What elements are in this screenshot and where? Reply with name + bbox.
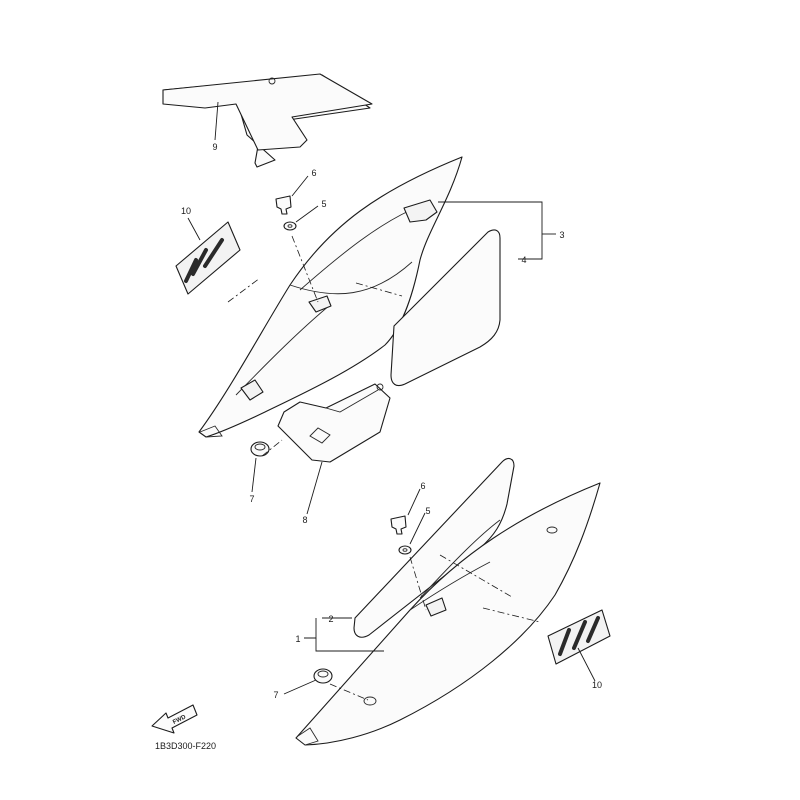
callout-10-upper: 10 — [181, 206, 191, 216]
callout-5-lower: 5 — [425, 506, 430, 516]
callout-3: 3 — [559, 230, 564, 240]
fwd-arrow: FWD — [151, 704, 198, 734]
decal-lettering-lower — [558, 616, 600, 656]
cover-tab — [403, 199, 438, 223]
callout-10-lower: 10 — [592, 680, 602, 690]
callout-7-lower: 7 — [273, 690, 278, 700]
cover-screw-boss — [308, 295, 332, 313]
part-3-side-cover — [198, 156, 463, 438]
callout-9: 9 — [212, 142, 217, 152]
part-1-side-cover — [295, 482, 601, 746]
leader-lines — [187, 101, 596, 695]
callout-6-lower: 6 — [420, 481, 425, 491]
part-9-sheet-outline — [162, 73, 373, 151]
part-2-panel — [353, 457, 515, 638]
callouts: 1 2 3 4 5 5 6 6 7 7 8 9 10 10 — [181, 142, 602, 700]
part-5-washer-upper — [283, 221, 297, 231]
part-7-grommet-upper — [250, 441, 270, 457]
fwd-arrow-label: FWD — [172, 714, 188, 726]
part-6-bolt-upper — [275, 195, 292, 215]
part-8-bracket — [277, 383, 391, 463]
part-10-decal-upper — [175, 221, 241, 295]
cover-screw-boss-lower — [425, 597, 447, 617]
drawing-code: 1B3D300-F220 — [155, 741, 216, 751]
part-5-washer-lower — [398, 545, 412, 555]
part-7-grommet-lower — [313, 668, 333, 684]
callout-8: 8 — [302, 515, 307, 525]
callout-5-upper: 5 — [321, 199, 326, 209]
part-6-bolt-lower — [390, 515, 407, 535]
assembly-lines — [227, 235, 541, 701]
decal-lettering — [184, 238, 224, 283]
callout-2: 2 — [328, 614, 333, 624]
callout-4: 4 — [521, 255, 526, 265]
part-10-decal-lower — [547, 609, 611, 665]
cover-lower-mount — [240, 379, 264, 401]
callout-7-upper: 7 — [249, 494, 254, 504]
sheet-hole — [268, 77, 276, 85]
callout-1: 1 — [295, 634, 300, 644]
callout-6-upper: 6 — [311, 168, 316, 178]
part-4-panel — [390, 229, 501, 387]
